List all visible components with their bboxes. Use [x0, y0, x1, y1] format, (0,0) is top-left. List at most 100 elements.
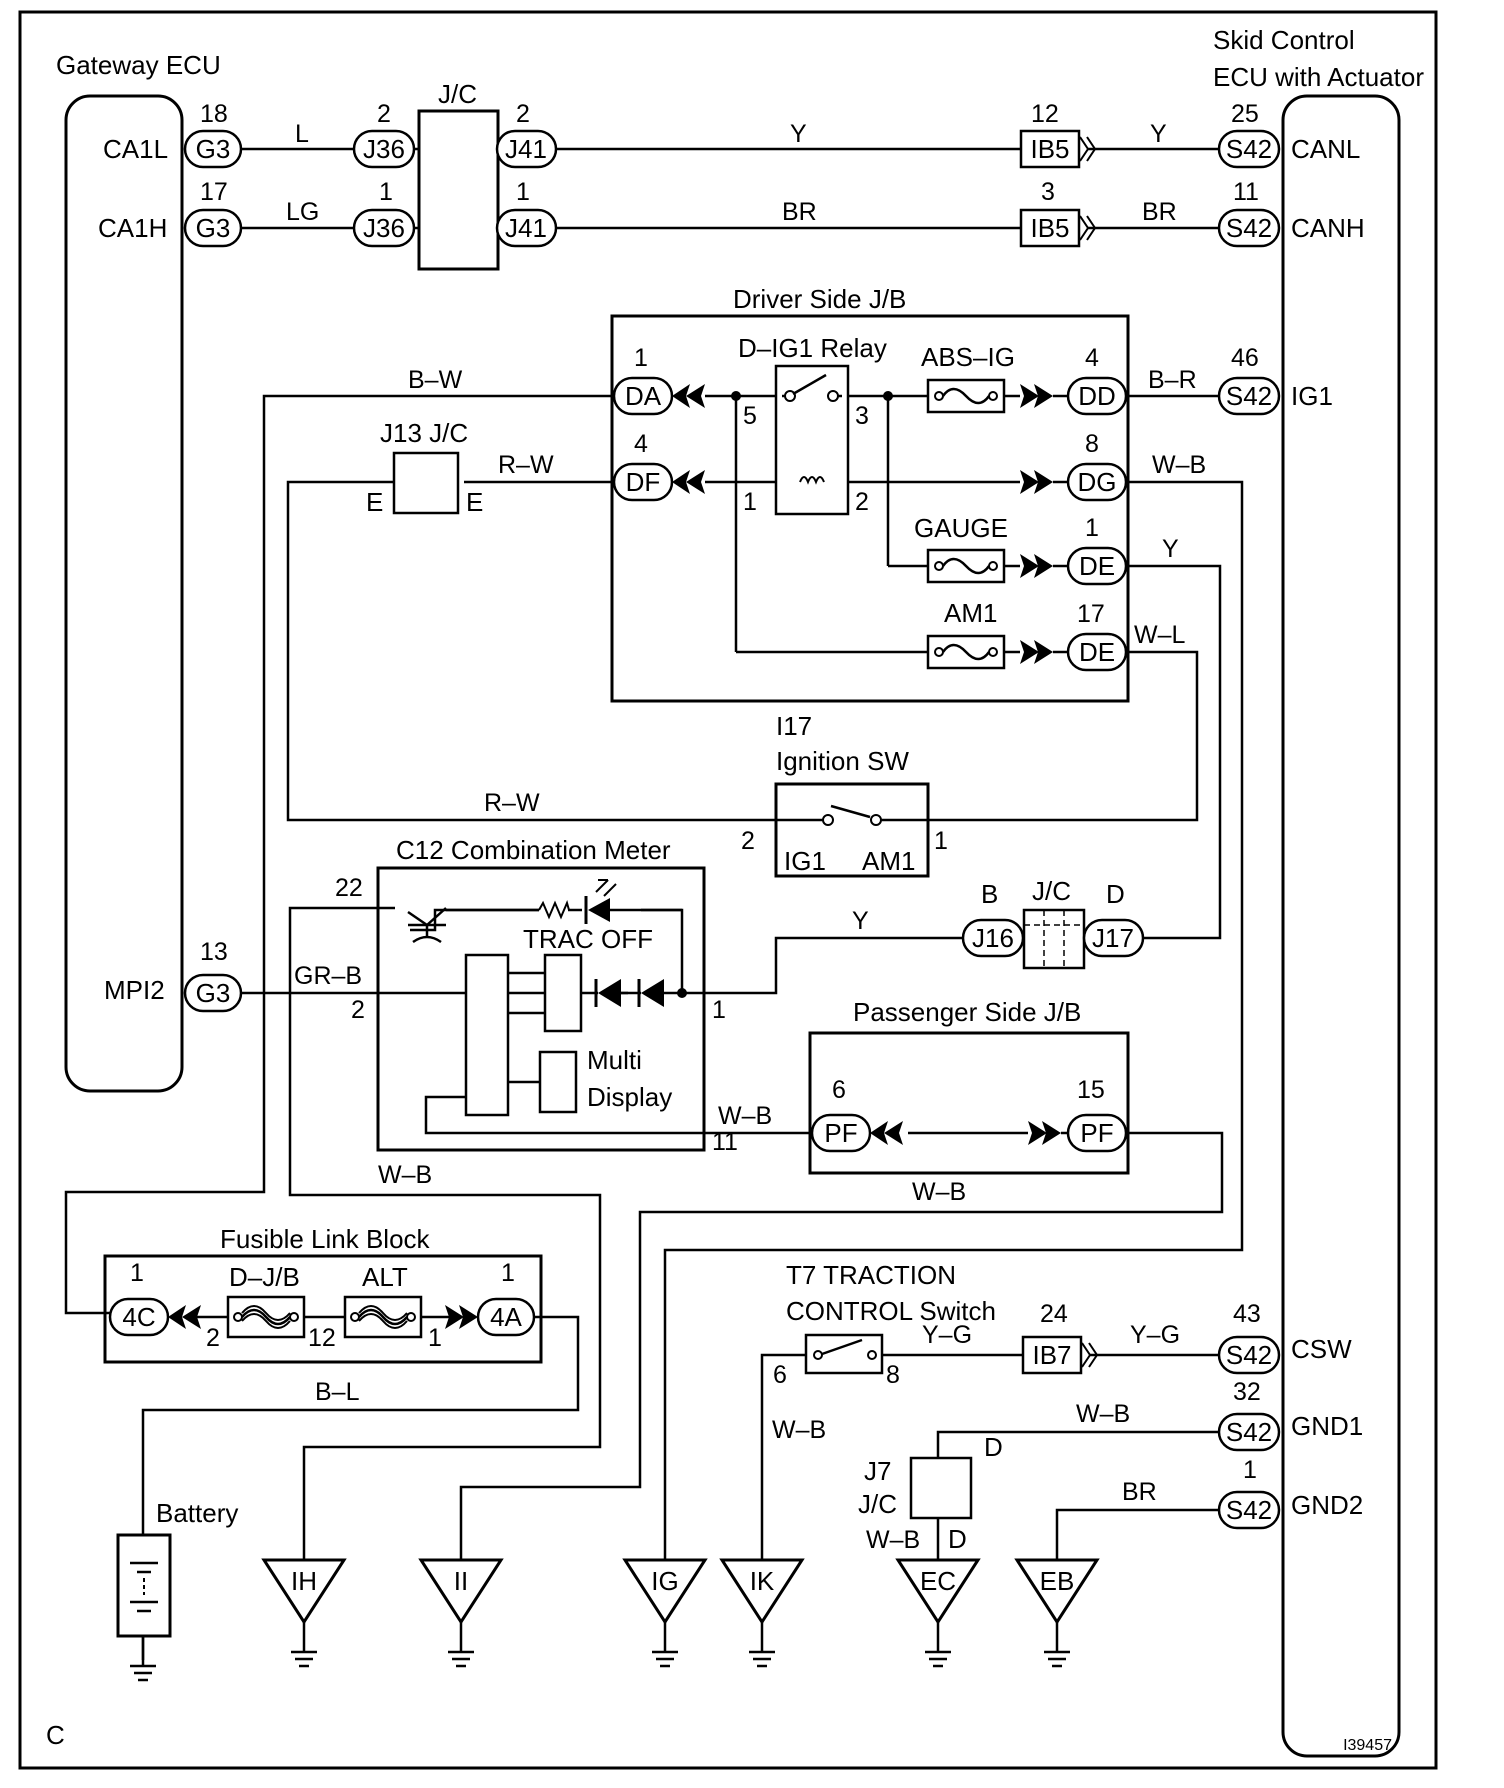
driver-jb-label: Driver Side J/B: [733, 284, 906, 314]
svg-text:L: L: [295, 120, 309, 148]
lcd-driver-block: [464, 953, 510, 1117]
svg-text:IK: IK: [750, 1566, 775, 1596]
svg-text:BR: BR: [1142, 198, 1177, 226]
diode-icon: [594, 979, 664, 1007]
jc-mid-box: [1022, 908, 1086, 970]
svg-text:24: 24: [1040, 1300, 1068, 1328]
conn-s42-ig1: [1217, 376, 1281, 416]
conn-j17: [1082, 918, 1145, 958]
svg-text:BR: BR: [1122, 1478, 1157, 1506]
svg-text:13: 13: [200, 938, 228, 966]
skid-ecu-title-1: Skid Control: [1213, 25, 1355, 55]
svg-text:2: 2: [855, 488, 869, 516]
svg-text:1: 1: [428, 1324, 442, 1352]
svg-text:2: 2: [741, 827, 755, 855]
ecu-pin-ca1h: CA1H: [98, 213, 167, 243]
conn-dg-label: DG: [1078, 467, 1117, 497]
conn-s42-gnd1-label: S42: [1226, 1417, 1272, 1447]
ecu-pin-mpi2: MPI2: [104, 975, 165, 1005]
conn-pf-15: [1066, 1113, 1128, 1153]
fusible-link-block-label: Fusible Link Block: [220, 1224, 431, 1254]
svg-text:LG: LG: [286, 198, 319, 226]
conn-g3-ca1l: [183, 129, 243, 169]
j13-term-e-left: E: [366, 487, 383, 517]
pin-numbers: 18 17 2 1 2 1 12 3 25 11 1 4 4 8 1 17 46…: [130, 100, 1261, 1484]
gateway-ecu-title: Gateway ECU: [56, 50, 221, 80]
ecu-pin-ig1: IG1: [1291, 381, 1333, 411]
passenger-jb-label: Passenger Side J/B: [853, 997, 1081, 1027]
svg-text:EC: EC: [920, 1566, 956, 1596]
traction-sw-label-1: T7 TRACTION: [786, 1260, 956, 1290]
conn-s42-canh-label: S42: [1226, 213, 1272, 243]
ecu-pin-gnd2: GND2: [1291, 1490, 1363, 1520]
jc-top-box: [417, 109, 500, 271]
svg-text:46: 46: [1231, 344, 1259, 372]
trac-off-label: TRAC OFF: [523, 924, 653, 954]
svg-text:12: 12: [1031, 100, 1059, 128]
ground-eb: EB: [1014, 1558, 1100, 1668]
svg-text:11: 11: [712, 1128, 738, 1156]
svg-text:1: 1: [1243, 1456, 1257, 1484]
svg-text:2: 2: [351, 996, 365, 1024]
conn-4a: [476, 1297, 536, 1337]
conn-j41-y-label: J41: [505, 134, 547, 164]
dj-b-label: D–J/B: [229, 1262, 300, 1292]
svg-text:22: 22: [335, 874, 363, 902]
ground-ec: EC: [895, 1558, 981, 1668]
svg-text:W–B: W–B: [1076, 1400, 1130, 1428]
conn-ib5-br: [1019, 208, 1081, 248]
conn-j36-l: [352, 129, 416, 169]
footer-left-label: C: [46, 1720, 65, 1750]
ignition-id: I17: [776, 711, 812, 741]
conn-ib7-label: IB7: [1032, 1340, 1071, 1370]
svg-text:R–W: R–W: [498, 451, 554, 479]
svg-text:32: 32: [1233, 1378, 1261, 1406]
conn-j16: [961, 918, 1025, 958]
svg-text:15: 15: [1077, 1076, 1105, 1104]
svg-text:1: 1: [743, 488, 757, 516]
j7-term-d-top: D: [984, 1432, 1003, 1462]
gauge-fuse: [926, 548, 1006, 584]
ecu-pin-csw: CSW: [1291, 1334, 1352, 1364]
conn-g3-mpi2-label: G3: [196, 978, 231, 1008]
dig1-relay-label: D–IG1 Relay: [738, 333, 887, 363]
conn-g3-ca1h: [183, 208, 243, 248]
jc-top-label: J/C: [438, 79, 477, 109]
conn-j36-l-label: J36: [363, 134, 405, 164]
conn-s42-gnd1: [1217, 1412, 1281, 1452]
svg-text:W–B: W–B: [912, 1178, 966, 1206]
conn-g3-ca1h-label: G3: [196, 213, 231, 243]
svg-text:1: 1: [934, 827, 948, 855]
svg-text:W–L: W–L: [1134, 621, 1186, 649]
conn-s42-csw: [1217, 1335, 1281, 1375]
ground-ii: II: [418, 1558, 504, 1668]
svg-text:B–W: B–W: [408, 366, 463, 394]
svg-text:Y: Y: [790, 120, 807, 148]
j7-jc-box: [909, 1456, 973, 1520]
svg-text:W–B: W–B: [772, 1416, 826, 1444]
conn-s42-canh: [1217, 208, 1281, 248]
conn-j36-lg-label: J36: [363, 213, 405, 243]
svg-text:Y–G: Y–G: [1130, 1321, 1180, 1349]
svg-text:1: 1: [379, 178, 393, 206]
ground-ik: IK: [719, 1558, 805, 1668]
conn-pf-6-label: PF: [824, 1118, 857, 1148]
battery-label: Battery: [156, 1498, 238, 1528]
trac-off-led-icon: [584, 879, 617, 924]
svg-text:W–B: W–B: [718, 1102, 772, 1130]
conn-s42-csw-label: S42: [1226, 1340, 1272, 1370]
outer-frame: [18, 10, 1438, 1770]
am1-fuse-label: AM1: [944, 598, 997, 628]
jc-mid-term-d: D: [1106, 879, 1125, 909]
conn-s42-gnd2-label: S42: [1226, 1495, 1272, 1525]
ignition-term-ig1: IG1: [784, 846, 826, 876]
j13-jc-box: [392, 451, 460, 515]
ignition-sw-label: Ignition SW: [776, 746, 909, 776]
conn-j41-y: [495, 129, 558, 169]
svg-text:25: 25: [1231, 100, 1259, 128]
dig1-relay-box: [774, 364, 850, 516]
passenger-jb-box: [808, 1031, 1130, 1175]
svg-text:1: 1: [634, 344, 648, 372]
svg-text:1: 1: [130, 1259, 144, 1287]
transistor-icon: [407, 907, 447, 944]
